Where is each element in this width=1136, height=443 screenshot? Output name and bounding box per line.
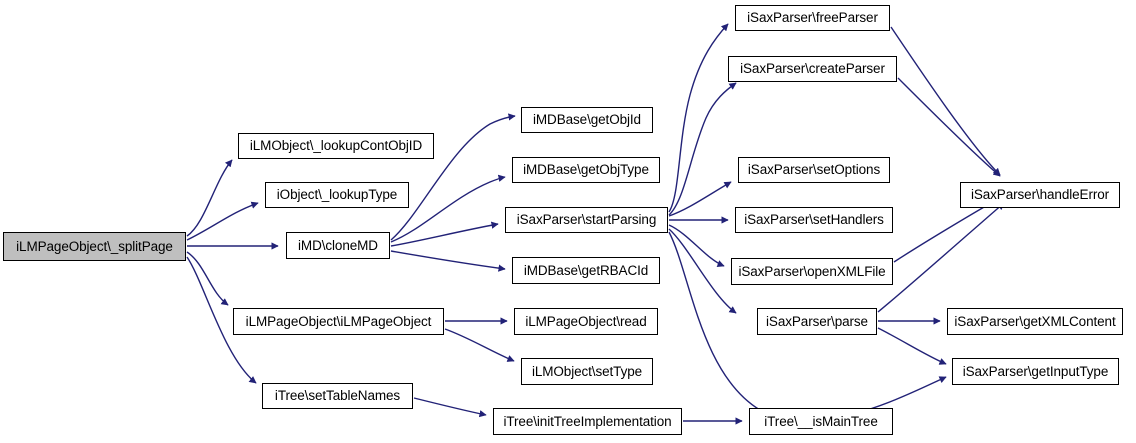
edge-splitPage-to-setTableNames [186,256,257,384]
node-label: iMDBase\getRBACId [523,262,649,278]
edge-startParsing-to-setOptions [668,181,732,217]
edge-cloneMD-to-getObjId [390,113,516,241]
edge-openXMLFile-to-handleError [893,198,999,263]
node-openXMLFile[interactable]: iSaxParser\openXMLFile [731,258,893,285]
node-label: iTree\initTreeImplementation [503,413,672,429]
edge-parse-to-getInputType [877,327,947,365]
node-label: iSaxParser\getInputType [962,363,1109,379]
node-setOptions[interactable]: iSaxParser\setOptions [738,157,890,183]
node-lookupContObjID[interactable]: iLMObject\_lookupContObjID [238,133,434,159]
node-splitPage[interactable]: iLMPageObject\_splitPage [3,232,186,261]
node-label: iSaxParser\startParsing [516,212,657,228]
node-setTableNames[interactable]: iTree\setTableNames [262,383,413,409]
node-cloneMD[interactable]: iMD\cloneMD [286,232,390,259]
node-handleError[interactable]: iSaxParser\handleError [960,182,1120,208]
node-label: iSaxParser\setHandlers [744,212,884,228]
node-label: iSaxParser\createParser [740,61,885,77]
edge-parse-to-handleError [877,202,1005,313]
node-iLMPageObjectCtor[interactable]: iLMPageObject\iLMPageObject [233,308,444,335]
node-label: iTree\setTableNames [274,388,401,404]
edge-startParsing-to-createParser [668,82,737,216]
node-createParser[interactable]: iSaxParser\createParser [728,56,897,82]
node-getRBACId[interactable]: iMDBase\getRBACId [512,257,660,284]
node-parse[interactable]: iSaxParser\parse [757,308,877,335]
edge-createParser-to-handleError [897,77,1001,177]
node-label: iMDBase\getObjType [523,162,649,178]
node-label: iSaxParser\handleError [970,187,1110,203]
edge-splitPage-to-lookupContObjID [186,159,233,237]
node-setType[interactable]: iLMObject\setType [521,358,653,385]
node-label: iLMPageObject\_splitPage [16,238,173,254]
node-getObjId[interactable]: iMDBase\getObjId [521,107,653,133]
node-getInputType[interactable]: iSaxParser\getInputType [952,358,1119,385]
edge-cloneMD-to-getObjType [390,174,506,243]
node-label: iMD\cloneMD [298,237,378,253]
node-label: iTree\__isMainTree [764,413,878,429]
edge-iLMPageObjectCtor-to-setType [444,328,515,362]
edge-splitPage-to-iLMPageObjectCtor [186,251,229,306]
edge-splitPage-to-lookupType [186,201,259,241]
node-setHandlers[interactable]: iSaxParser\setHandlers [735,207,893,233]
edge-startParsing-to-openXMLFile [668,224,725,268]
node-label: iSaxParser\freeParser [747,10,878,26]
node-label: iObject\_lookupType [276,187,398,203]
node-label: iSaxParser\setOptions [747,162,881,178]
node-startParsing[interactable]: iSaxParser\startParsing [505,207,668,233]
node-label: iLMObject\setType [531,363,643,379]
node-getObjType[interactable]: iMDBase\getObjType [512,157,660,183]
edge-freeParser-to-handleError [890,26,1001,176]
edge-setTableNames-to-initTreeImplementation [413,397,487,418]
node-getXMLContent[interactable]: iSaxParser\getXMLContent [947,308,1123,335]
node-label: iSaxParser\openXMLFile [738,263,886,279]
node-freeParser[interactable]: iSaxParser\freeParser [735,5,890,31]
node-isMainTree[interactable]: iTree\__isMainTree [749,408,893,435]
node-lookupType[interactable]: iObject\_lookupType [265,182,409,208]
node-label: iSaxParser\parse [766,313,868,329]
edge-cloneMD-to-startParsing [390,221,499,247]
edge-startParsing-to-parse [668,228,737,314]
edge-startParsing-to-freeParser [668,23,729,213]
edge-cloneMD-to-getRBACId [390,250,506,272]
node-read[interactable]: iLMPageObject\read [514,308,658,335]
node-label: iLMObject\_lookupContObjID [249,138,423,154]
node-label: iLMPageObject\read [525,313,647,329]
node-label: iMDBase\getObjId [533,112,641,128]
node-label: iSaxParser\getXMLContent [954,313,1116,329]
node-label: iLMPageObject\iLMPageObject [245,313,432,329]
node-initTreeImplementation[interactable]: iTree\initTreeImplementation [493,408,682,435]
